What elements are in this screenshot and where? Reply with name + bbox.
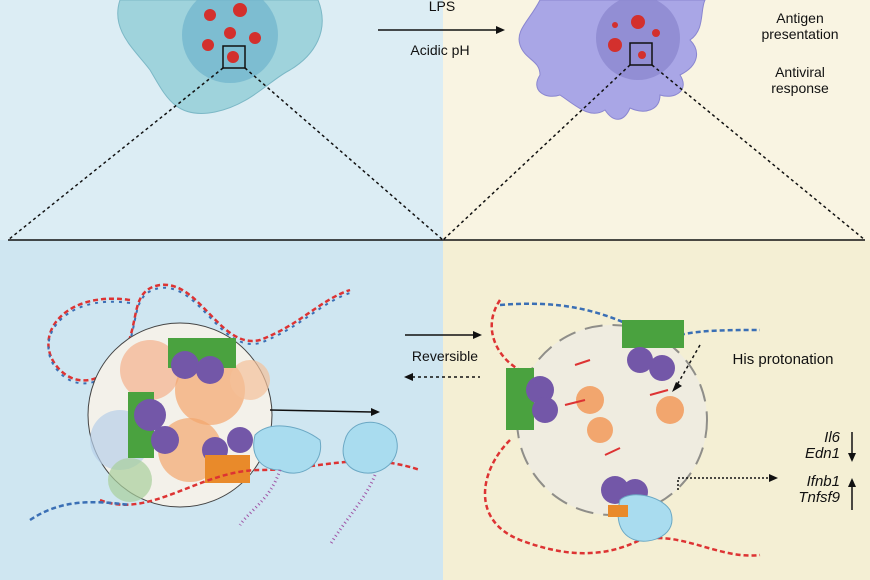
downregulated-genes: Il6 Edn1 <box>770 430 840 462</box>
reversible-label: Reversible <box>411 348 479 364</box>
gene-label: Il6 <box>824 429 840 446</box>
antiviral-response-label: Antiviral response <box>740 64 860 96</box>
activated-cell <box>518 0 706 120</box>
label-line: response <box>771 80 829 96</box>
open-chromatin <box>483 299 778 557</box>
acidic-ph-label: Acidic pH <box>410 42 470 58</box>
gene-label: Ifnb1 <box>806 473 840 490</box>
upregulated-genes: Ifnb1 Tnfsf9 <box>770 474 840 506</box>
lps-label: LPS <box>428 0 456 14</box>
antigen-presentation-label: Antigen presentation <box>740 10 860 42</box>
his-protonation-label: His protonation <box>732 351 834 368</box>
zoom-box <box>629 42 653 66</box>
gene-label: Edn1 <box>804 445 840 462</box>
nucleus <box>596 0 680 80</box>
gene-label: Tnfsf9 <box>798 489 840 506</box>
label-line: presentation <box>761 26 839 42</box>
compact-chromatin <box>29 283 421 546</box>
label-line: Antiviral <box>775 64 825 80</box>
zoom-box <box>222 45 246 69</box>
resting-cell <box>117 0 323 114</box>
nucleus <box>182 0 278 83</box>
label-line: Antigen <box>776 10 824 26</box>
